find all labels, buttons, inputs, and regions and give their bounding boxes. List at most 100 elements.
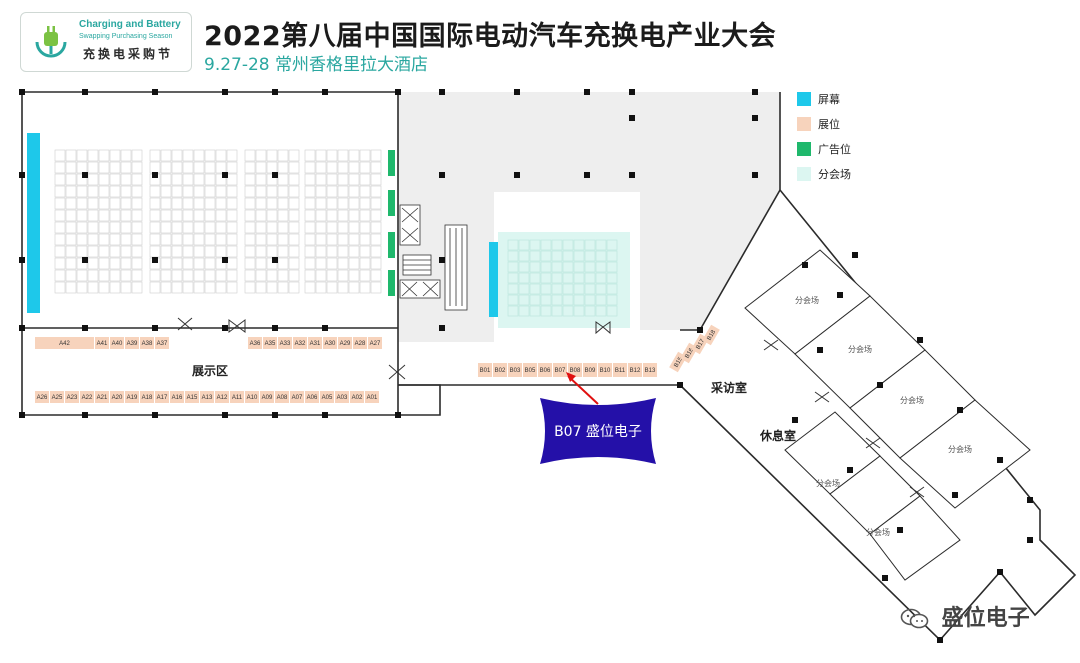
booth xyxy=(368,337,382,349)
booth xyxy=(200,391,214,403)
seat xyxy=(348,233,360,246)
seat xyxy=(215,149,227,162)
seat xyxy=(255,245,267,258)
pillar xyxy=(152,325,158,331)
seat xyxy=(277,281,289,294)
booth xyxy=(293,337,307,349)
pillar xyxy=(322,325,328,331)
booth-label: B13 xyxy=(645,368,656,374)
seat xyxy=(226,161,238,174)
booth-label: A22 xyxy=(82,395,93,401)
seat xyxy=(348,269,360,282)
pillar xyxy=(222,412,228,418)
seat xyxy=(244,149,256,162)
seat xyxy=(226,197,238,210)
seat xyxy=(87,197,99,210)
booth-label: A39 xyxy=(127,341,138,347)
booth xyxy=(140,391,154,403)
seat xyxy=(204,149,216,162)
page-subtitle: 9.27-28 常州香格里拉大酒店 xyxy=(204,55,429,75)
pillar xyxy=(817,347,823,353)
booth-label: A35 xyxy=(265,341,276,347)
seat xyxy=(573,294,585,306)
seat xyxy=(277,209,289,222)
seat xyxy=(131,161,143,174)
seat xyxy=(255,221,267,234)
seat xyxy=(193,281,205,294)
seat xyxy=(160,161,172,174)
seat xyxy=(204,161,216,174)
seat xyxy=(193,221,205,234)
seat xyxy=(244,257,256,270)
legend-label: 分会场 xyxy=(818,167,851,181)
seat xyxy=(370,221,382,234)
seat xyxy=(359,221,371,234)
event-logo: Charging and Battery Swapping Purchasing… xyxy=(20,12,192,72)
seat xyxy=(226,221,238,234)
booth xyxy=(278,337,292,349)
seat xyxy=(244,245,256,258)
seat xyxy=(288,197,300,210)
booth-label: B05 xyxy=(525,368,536,374)
seat xyxy=(315,185,327,198)
booth-rect xyxy=(702,324,720,346)
booth-label: B01 xyxy=(480,368,491,374)
seat xyxy=(584,239,596,251)
seat xyxy=(65,149,77,162)
seat xyxy=(348,173,360,186)
seat xyxy=(98,185,110,198)
callout-shape xyxy=(540,398,656,464)
seat xyxy=(204,245,216,258)
seat xyxy=(337,221,349,234)
seat xyxy=(120,257,132,270)
seat xyxy=(76,161,88,174)
seat xyxy=(337,245,349,258)
seat xyxy=(109,233,121,246)
booth xyxy=(170,391,184,403)
booth xyxy=(290,391,304,403)
seat xyxy=(244,197,256,210)
seat xyxy=(606,294,618,306)
screen-left xyxy=(27,133,40,313)
seat xyxy=(109,257,121,270)
seat xyxy=(215,161,227,174)
booth xyxy=(320,391,334,403)
seat xyxy=(215,209,227,222)
seat xyxy=(315,245,327,258)
seat xyxy=(54,245,66,258)
seat xyxy=(595,283,607,295)
seat xyxy=(171,197,183,210)
charging-plug-icon xyxy=(35,26,67,58)
seat xyxy=(507,261,519,273)
seat xyxy=(76,149,88,162)
pillar xyxy=(629,115,635,121)
booth xyxy=(598,363,612,377)
seat xyxy=(370,245,382,258)
seat xyxy=(255,269,267,282)
pillar xyxy=(152,172,158,178)
seat xyxy=(326,209,338,222)
seat xyxy=(326,245,338,258)
seat xyxy=(160,185,172,198)
seat xyxy=(54,281,66,294)
booth-label: A30 xyxy=(325,341,336,347)
seat xyxy=(131,185,143,198)
pillar xyxy=(802,262,808,268)
seat xyxy=(149,209,161,222)
booth-label: B11 xyxy=(615,368,626,374)
seat xyxy=(266,269,278,282)
seat xyxy=(76,269,88,282)
booth-label: A17 xyxy=(157,395,168,401)
seat xyxy=(215,269,227,282)
pillar xyxy=(152,412,158,418)
booth xyxy=(125,391,139,403)
seat xyxy=(160,173,172,186)
seat xyxy=(182,161,194,174)
seat xyxy=(255,149,267,162)
seat xyxy=(337,257,349,270)
seat xyxy=(226,209,238,222)
seat xyxy=(87,257,99,270)
seat xyxy=(266,161,278,174)
seat xyxy=(348,185,360,198)
booth xyxy=(35,391,49,403)
